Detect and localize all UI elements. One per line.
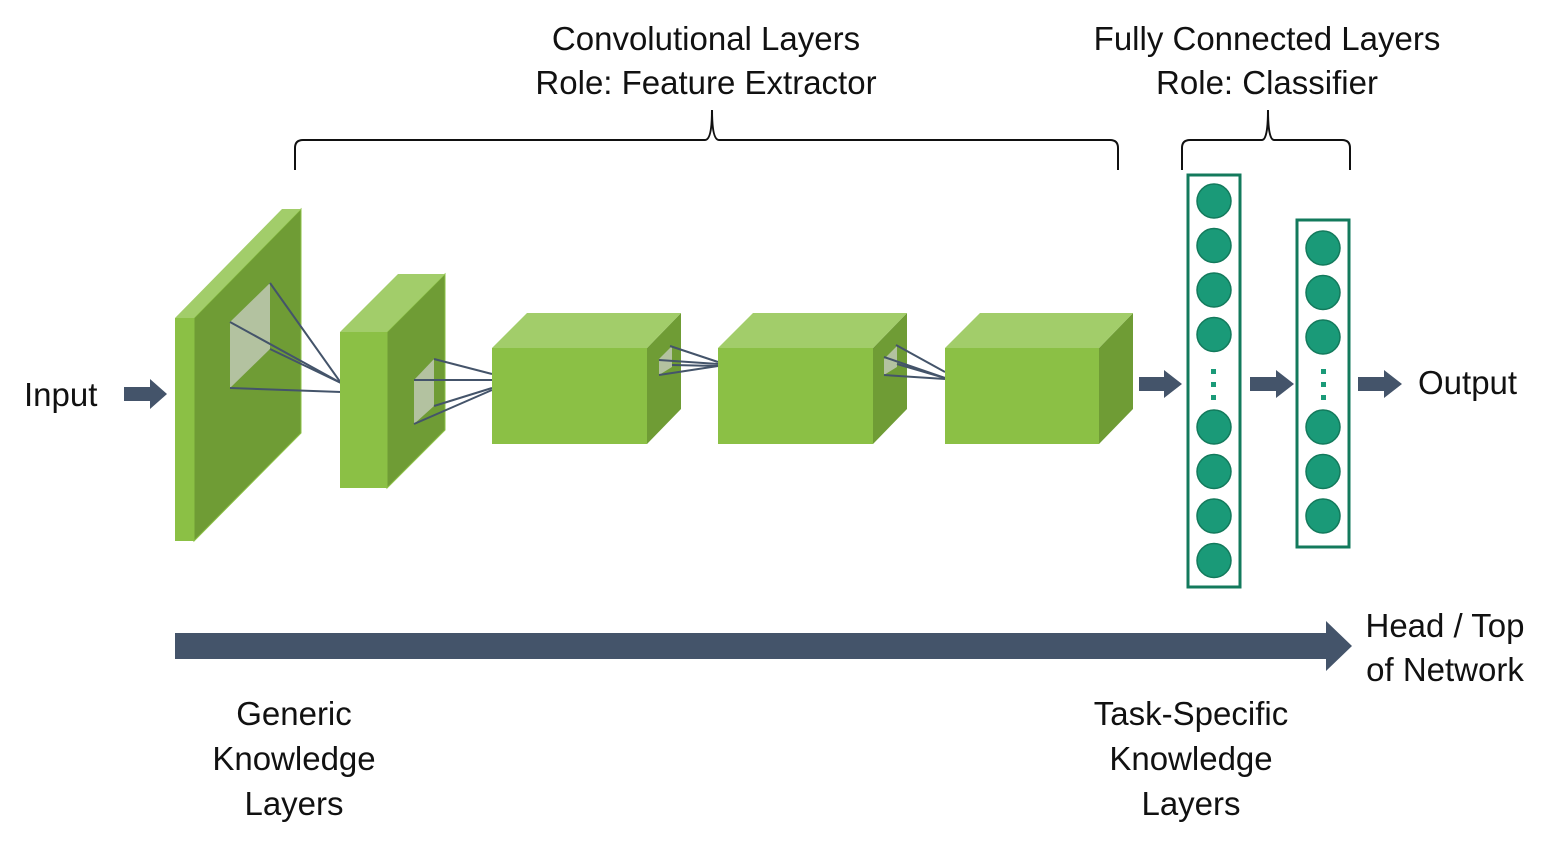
ellipsis-dots <box>1321 369 1326 400</box>
task-label-2: Knowledge <box>1109 740 1272 777</box>
neuron <box>1196 227 1232 264</box>
head-label-2: of Network <box>1366 651 1524 688</box>
neuron <box>1305 498 1341 534</box>
ellipsis-dots <box>1211 369 1216 400</box>
fc-layer-1 <box>1186 173 1242 589</box>
task-label-3: Layers <box>1141 785 1240 822</box>
neuron <box>1196 498 1232 534</box>
neuron <box>1305 409 1341 445</box>
receptive-field-patch <box>884 346 897 375</box>
neuron <box>1196 409 1232 445</box>
generic-label-1: Generic <box>236 695 352 732</box>
conv-layer-2 <box>340 272 493 490</box>
arrow-to-output <box>1358 370 1402 398</box>
fc-title: Fully Connected Layers <box>1094 20 1441 57</box>
output-label: Output <box>1418 364 1517 401</box>
task-label-1: Task-Specific <box>1094 695 1288 732</box>
fc-layer-2 <box>1295 218 1351 549</box>
receptive-field-patch <box>414 359 434 424</box>
conv-layer-3 <box>492 313 719 444</box>
conv-layer-4 <box>718 313 946 444</box>
neuron <box>1196 316 1232 353</box>
neuron <box>1305 319 1341 355</box>
conv-layer-1 <box>175 207 342 543</box>
conv-brace <box>294 109 1119 170</box>
generic-label-2: Knowledge <box>212 740 375 777</box>
neuron <box>1305 274 1341 311</box>
head-label-1: Head / Top <box>1365 607 1524 644</box>
arrow-to-fc2 <box>1250 370 1294 398</box>
neuron <box>1305 230 1341 266</box>
conv-layer-5 <box>945 313 1133 444</box>
conv-title: Convolutional Layers <box>552 20 860 57</box>
input-label: Input <box>24 376 97 413</box>
arrow-to-fc1 <box>1139 370 1182 398</box>
input-arrow <box>124 379 167 409</box>
conv-role: Role: Feature Extractor <box>535 64 876 101</box>
neuron <box>1196 183 1232 219</box>
neuron <box>1196 542 1232 579</box>
neuron <box>1196 453 1232 490</box>
fc-role: Role: Classifier <box>1156 64 1378 101</box>
fc-brace <box>1181 109 1351 170</box>
neuron <box>1196 272 1232 308</box>
network-direction-arrow <box>175 621 1352 671</box>
receptive-field-patch <box>230 283 270 388</box>
neuron <box>1305 453 1341 490</box>
generic-label-3: Layers <box>244 785 343 822</box>
